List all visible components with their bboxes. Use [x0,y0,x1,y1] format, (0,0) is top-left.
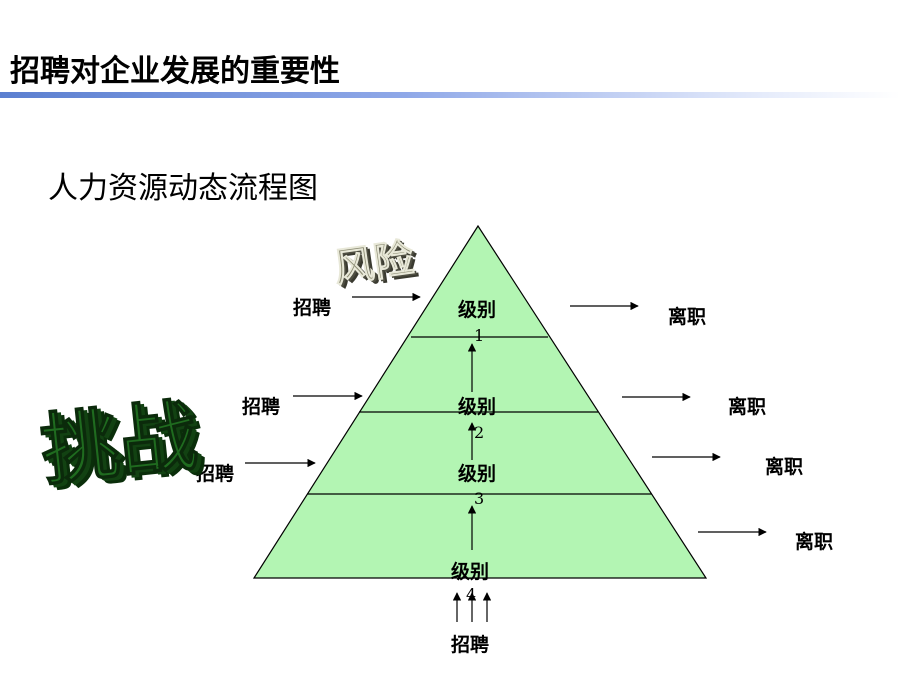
svg-text:风险: 风险 [336,238,423,295]
svg-text:挑战: 挑战 [44,396,209,502]
leave-label-4: 离职 [795,530,833,553]
level-2-number: 2 [474,423,484,442]
recruit-label-1: 招聘 [293,296,331,319]
leave-label-1: 离职 [668,305,706,328]
level-4-label: 级别 [451,560,489,583]
level-1-number: 1 [474,326,484,345]
level-3-label: 级别 [458,462,496,485]
leave-label-2: 离职 [728,395,766,418]
page-title: 招聘对企业发展的重要性 [10,54,340,89]
diagram-subtitle: 人力资源动态流程图 [48,171,318,206]
leave-label-3: 离职 [765,455,803,478]
recruit-label-bottom: 招聘 [451,633,489,656]
svg-text:挑战: 挑战 [41,394,206,500]
svg-text:风险: 风险 [333,237,420,294]
title-underline-bar [0,92,900,98]
level-3-number: 3 [474,489,484,508]
recruit-label-3: 招聘 [196,462,234,485]
level-1-label: 级别 [458,298,496,321]
risk-stamp: 风险 风险 风险 [331,235,423,296]
pyramid-shape [252,224,708,579]
level-2-label: 级别 [458,395,496,418]
level-4-number: 4 [466,585,476,604]
challenge-stamp: 挑战 挑战 挑战 [36,391,209,503]
recruit-label-2: 招聘 [242,395,280,418]
svg-text:挑战: 挑战 [37,391,202,497]
